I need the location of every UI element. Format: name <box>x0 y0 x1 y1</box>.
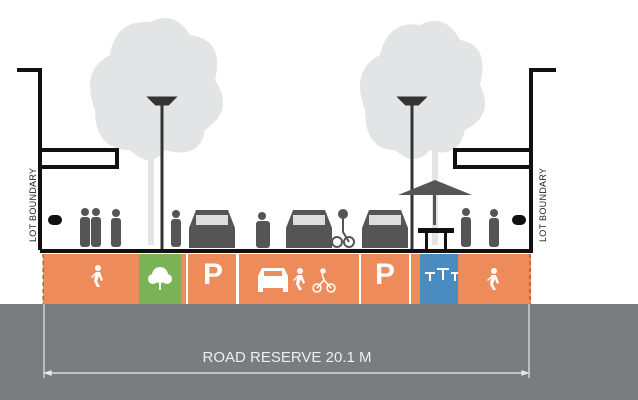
tree-icon <box>148 267 172 290</box>
street-light-right <box>396 96 428 250</box>
parking-label-right: P <box>375 258 396 291</box>
pedestrian-figures <box>80 208 499 248</box>
car-icon <box>258 268 288 292</box>
pedestrian-icon <box>91 265 103 287</box>
cafe-umbrella-icon <box>398 180 472 250</box>
picnic-tables-icon <box>425 268 458 281</box>
moving-car <box>286 210 332 248</box>
parked-car-left <box>189 210 235 248</box>
zone-parking-right <box>361 254 410 304</box>
footpath-surface-line <box>40 249 533 253</box>
zone-parking-left <box>189 254 237 304</box>
zone-divider <box>181 254 189 304</box>
pedestrian-icon <box>293 268 305 290</box>
pedestrian-icon <box>487 268 499 290</box>
lot-boundary-label-right: LOT BOUNDARY <box>538 167 548 242</box>
zone-footpath-left <box>43 254 139 304</box>
zone-outdoor-dining <box>420 254 458 304</box>
cyclist-figure <box>331 209 355 248</box>
road-reserve-dimension-line <box>43 304 530 378</box>
bicycle-icon <box>312 268 336 293</box>
tree-left <box>90 18 223 245</box>
road-ground <box>0 304 638 400</box>
building-right <box>453 68 556 250</box>
lot-boundary-label-left: LOT BOUNDARY <box>28 167 38 242</box>
parking-label-left: P <box>203 258 224 291</box>
road-reserve-label: ROAD RESERVE 20.1 M <box>202 349 372 366</box>
parked-car-right <box>362 210 408 248</box>
street-light-left <box>146 96 178 250</box>
building-left <box>17 68 119 250</box>
